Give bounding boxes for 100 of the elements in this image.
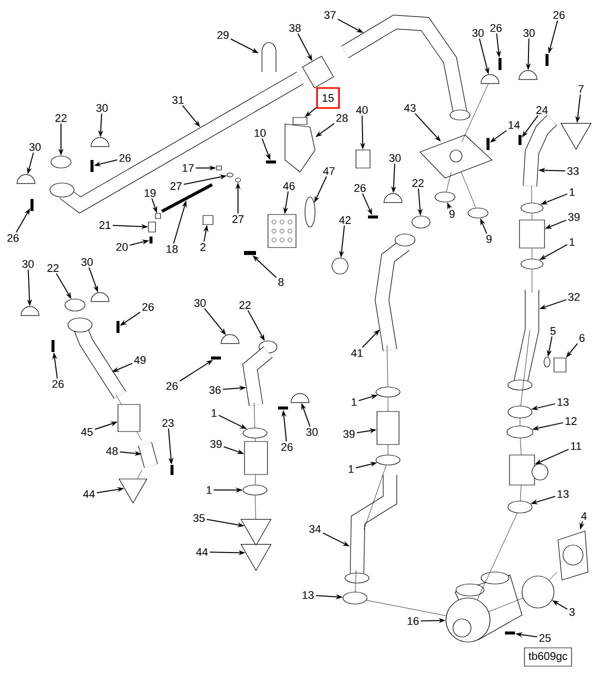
half-clamp xyxy=(20,306,40,316)
callout-number: 45 xyxy=(81,428,93,436)
callout-number: 2 xyxy=(200,243,206,251)
callout-number: 44 xyxy=(83,490,95,498)
callout-number: 20 xyxy=(116,243,128,251)
callout-number: 21 xyxy=(99,221,111,229)
center-line xyxy=(116,394,122,404)
center-line xyxy=(255,438,256,442)
pipe xyxy=(344,475,398,584)
callout-number: 1 xyxy=(570,188,575,196)
bolt xyxy=(211,356,221,360)
callout-number: 48 xyxy=(106,447,118,455)
callout-number: 24 xyxy=(536,106,548,114)
bolt xyxy=(244,251,256,255)
callout-number: 1 xyxy=(352,398,357,406)
callout-number: 36 xyxy=(209,386,221,394)
callout-number: 30 xyxy=(306,428,318,436)
callout-number: 11 xyxy=(571,442,582,450)
half-clamp xyxy=(384,193,402,203)
half-clamp xyxy=(220,334,240,344)
callout-number: 35 xyxy=(193,514,205,522)
bolt xyxy=(518,135,522,145)
sleeve xyxy=(519,220,545,248)
gasket xyxy=(304,196,316,228)
callout-number: 26 xyxy=(52,380,64,388)
clamp-ring xyxy=(242,484,268,496)
elbow xyxy=(138,442,158,468)
fitting xyxy=(148,222,156,232)
callout-number: 30 xyxy=(389,154,401,162)
center-line xyxy=(386,345,388,387)
callout-number: 23 xyxy=(162,419,174,427)
callout-number: 14 xyxy=(508,121,520,129)
pipe xyxy=(68,318,126,399)
callout-number: 41 xyxy=(351,349,363,357)
center-line xyxy=(520,485,522,501)
callout-number: 33 xyxy=(567,167,579,175)
half-clamp xyxy=(518,70,538,80)
callout-number: 1 xyxy=(570,238,575,246)
center-line xyxy=(520,438,522,455)
callout-number: 32 xyxy=(568,293,580,301)
callout-number: 25 xyxy=(539,634,551,642)
coupler xyxy=(118,404,140,432)
callout-number: 30 xyxy=(194,299,206,307)
sleeve xyxy=(244,441,268,475)
pump-drawing xyxy=(446,572,522,642)
center-line xyxy=(366,600,446,616)
center-line xyxy=(520,330,530,406)
center-line xyxy=(461,172,476,208)
pipe xyxy=(508,290,540,390)
square-gasket xyxy=(558,530,588,580)
clamp-ring xyxy=(520,202,544,214)
callout-number: 30 xyxy=(523,29,535,37)
o-ring xyxy=(258,340,278,354)
callout-number: 6 xyxy=(580,334,585,342)
center-line xyxy=(364,465,386,530)
callout-number: 22 xyxy=(412,179,424,187)
clamp-ring xyxy=(376,454,400,466)
callout-number: 7 xyxy=(578,85,584,93)
callout-number: 12 xyxy=(566,417,577,425)
callout-number: 34 xyxy=(309,525,321,533)
callout-number: 26 xyxy=(7,234,19,242)
gasket-pad xyxy=(268,214,296,248)
callout-number: 30 xyxy=(29,143,41,151)
center-line xyxy=(477,512,518,600)
pipe xyxy=(522,114,558,186)
tee-fitting xyxy=(509,454,548,486)
bolt xyxy=(505,632,515,634)
callout-number: 26 xyxy=(166,382,178,390)
center-line xyxy=(462,84,488,142)
clamp-ring xyxy=(520,258,544,270)
rod xyxy=(161,183,213,213)
center-line xyxy=(488,598,524,612)
bolt xyxy=(170,465,174,475)
callout-number: 13 xyxy=(558,490,569,498)
callout-number: 3 xyxy=(569,608,575,616)
bolt xyxy=(368,216,378,218)
callout-number: 27 xyxy=(232,215,244,223)
o-ring xyxy=(468,208,488,218)
clamp-ring xyxy=(376,386,400,398)
o-ring xyxy=(522,576,554,608)
callout-number: 1 xyxy=(348,465,354,473)
callout-number: 13 xyxy=(558,398,569,406)
pipe xyxy=(242,346,273,406)
half-clamp xyxy=(90,292,110,302)
clip xyxy=(292,117,308,125)
callout-number: 39 xyxy=(343,430,355,438)
center-line xyxy=(549,572,557,580)
clip xyxy=(202,215,214,225)
sleeve xyxy=(376,411,400,445)
callout-number: 49 xyxy=(134,356,146,364)
gasket xyxy=(508,406,532,418)
callout-number: 38 xyxy=(289,24,301,32)
callout-number: 1 xyxy=(206,486,212,494)
callout-number: 26 xyxy=(354,184,366,192)
callout-number: 8 xyxy=(278,278,284,286)
sensor-cable xyxy=(262,42,276,72)
nut xyxy=(155,213,161,219)
bolt xyxy=(150,236,152,244)
callout-number: 42 xyxy=(339,216,351,224)
center-line xyxy=(355,570,356,592)
